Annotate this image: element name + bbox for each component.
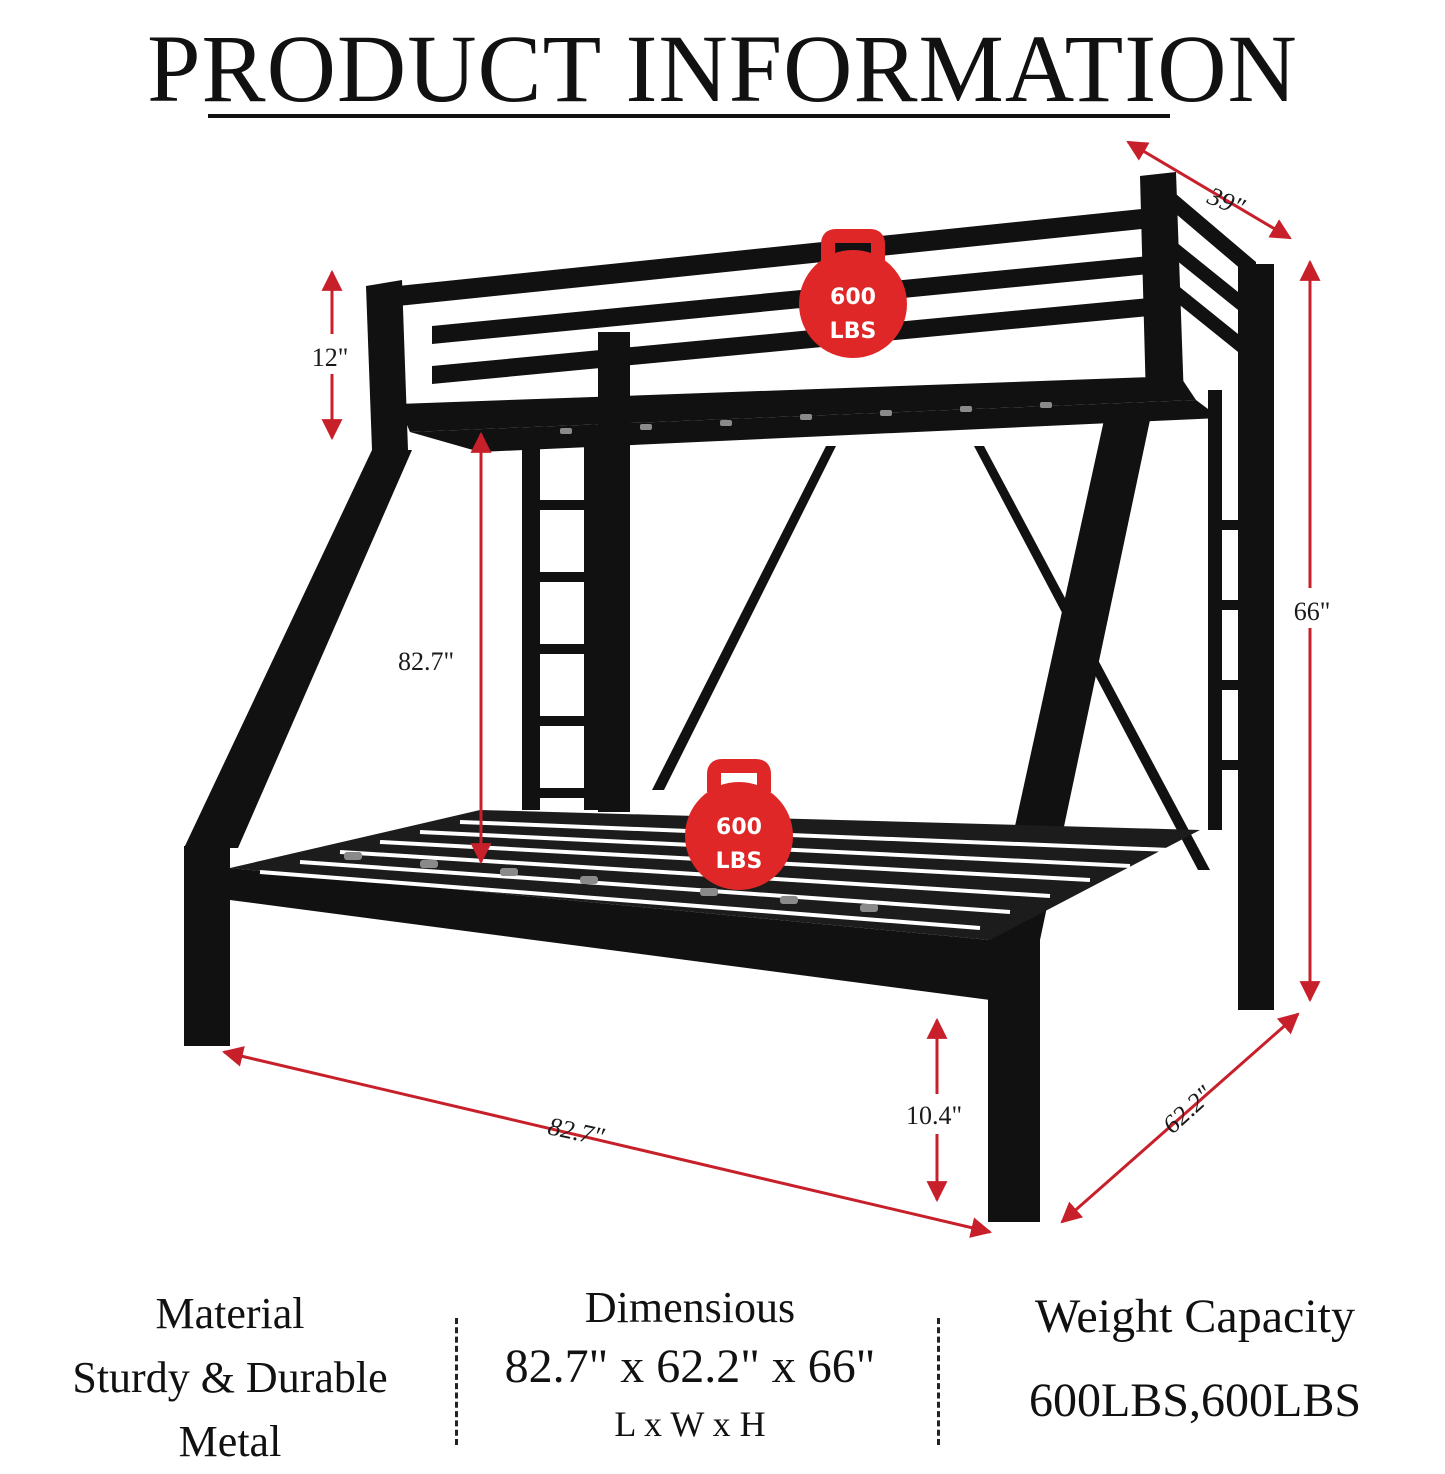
label-depth: 39"	[1203, 181, 1249, 222]
spec-material: Material Sturdy & Durable Metal	[20, 1282, 440, 1474]
label-leg-clearance: 10.4"	[906, 1101, 962, 1130]
spec-weight: Weight Capacity 600LBS,600LBS	[960, 1282, 1430, 1432]
title-underline	[208, 114, 1170, 118]
top-weight-badge: 600 LBS	[799, 229, 907, 358]
spec-weight-heading: Weight Capacity	[1034, 1290, 1356, 1343]
rear-diagonal-brace-right	[974, 446, 1210, 870]
spec-dimensions-value: 82.7" x 62.2" x 66"	[504, 1340, 876, 1393]
front-left-slanted-support	[184, 450, 412, 848]
bunk-bed-illustration: 12" 39" 66" 82.7" 82.7" 10.4" 62.2" 600 …	[184, 140, 1331, 1238]
width-line	[1060, 1012, 1300, 1224]
slat-straps	[344, 852, 878, 912]
spec-material-heading: Material	[155, 1289, 305, 1338]
bottom-badge-unit: LBS	[716, 849, 763, 874]
depth-line	[1126, 140, 1292, 240]
label-total-height: 66"	[1294, 597, 1331, 626]
top-left-corner-post	[366, 280, 408, 450]
label-length: 82.7"	[545, 1111, 606, 1151]
label-rail-height: 12"	[312, 343, 349, 372]
top-bunk-slats	[560, 402, 1052, 434]
top-bunk-front-beam	[398, 376, 1196, 432]
spec-dimensions-heading: Dimensious	[584, 1283, 796, 1332]
front-right-slanted-support	[990, 420, 1150, 940]
bed-frame	[184, 172, 1274, 1222]
top-badge-unit: LBS	[830, 319, 877, 344]
bottom-badge-value: 600	[716, 815, 762, 840]
spec-divider-left	[455, 1318, 458, 1445]
top-badge-value: 600	[830, 285, 876, 310]
spec-dimensions-axes: L x W x H	[614, 1404, 766, 1444]
top-guard-rail-1	[398, 206, 1170, 306]
spec-weight-value: 600LBS,600LBS	[1028, 1374, 1362, 1427]
spec-material-value: Metal	[178, 1417, 282, 1466]
spec-divider-right	[937, 1318, 940, 1445]
length-line	[221, 1046, 993, 1238]
bottom-weight-badge: 600 LBS	[685, 759, 793, 890]
front-right-leg	[988, 938, 1040, 1222]
label-bottom-clearance: 82.7"	[398, 647, 454, 676]
rear-diagonal-brace-left	[652, 446, 836, 790]
page-title: PRODUCT INFORMATION	[147, 15, 1298, 122]
front-left-leg	[184, 846, 230, 1046]
spec-dimensions: Dimensious 82.7" x 62.2" x 66" L x W x H	[470, 1282, 910, 1448]
kettlebell-icon	[799, 229, 907, 358]
right-ladder-rail-outer	[1208, 390, 1222, 830]
kettlebell-icon	[685, 759, 793, 890]
left-ladder-rail	[522, 440, 540, 810]
bottom-bunk-front-beam	[230, 868, 990, 1000]
spec-material-desc: Sturdy & Durable	[72, 1353, 388, 1402]
